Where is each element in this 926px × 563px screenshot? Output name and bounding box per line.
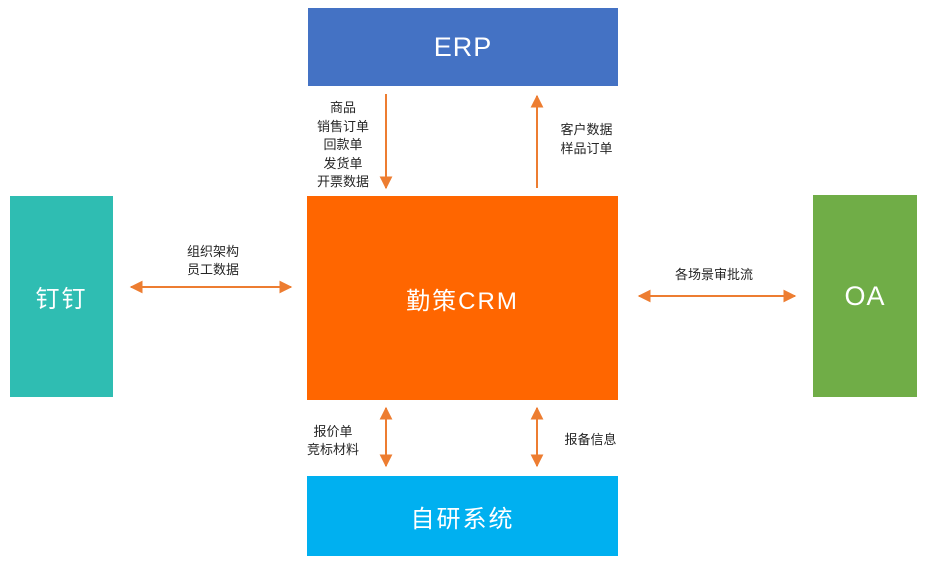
node-selfdev: 自研系统 bbox=[307, 476, 618, 556]
edge-label-crm-to-erp: 客户数据 样品订单 bbox=[549, 121, 624, 158]
edge-label-line: 商品 bbox=[329, 100, 356, 115]
edge-label-line: 竞标材料 bbox=[306, 441, 359, 457]
edge-label-line: 发货单 bbox=[323, 155, 363, 171]
edge-label-erp-to-crm: 商品 销售订单 回款单 发货单 开票数据 bbox=[303, 99, 383, 192]
node-dingtalk: 钉钉 bbox=[10, 196, 113, 397]
edge-label-line: 组织架构 bbox=[186, 244, 239, 259]
edge-label-line: 样品订单 bbox=[560, 140, 613, 156]
node-erp-label: ERP bbox=[433, 31, 493, 62]
edge-label-line: 开票数据 bbox=[316, 174, 369, 189]
edge-label-line: 报价单 bbox=[313, 424, 353, 439]
node-crm-label: 勤策CRM bbox=[406, 287, 519, 315]
edge-label-crm-selfdev-left: 报价单 竞标材料 bbox=[293, 423, 373, 458]
edge-label-line: 各场景审批流 bbox=[674, 267, 753, 282]
node-erp: ERP bbox=[308, 8, 618, 86]
edge-label-line: 客户数据 bbox=[560, 122, 613, 137]
edge-label-crm-oa: 各场景审批流 bbox=[664, 266, 764, 285]
edge-label-line: 报备信息 bbox=[564, 432, 617, 447]
edge-label-line: 回款单 bbox=[323, 137, 363, 152]
node-dingtalk-label: 钉钉 bbox=[35, 286, 88, 313]
node-crm: 勤策CRM bbox=[307, 196, 618, 400]
edge-label-dingtalk-crm: 组织架构 员工数据 bbox=[173, 243, 253, 278]
edge-label-crm-selfdev-right: 报备信息 bbox=[553, 431, 628, 450]
edge-label-line: 销售订单 bbox=[316, 118, 369, 134]
edge-label-line: 员工数据 bbox=[186, 261, 239, 277]
node-selfdev-label: 自研系统 bbox=[410, 505, 515, 533]
node-oa: OA bbox=[813, 195, 917, 397]
node-oa-label: OA bbox=[844, 280, 886, 311]
